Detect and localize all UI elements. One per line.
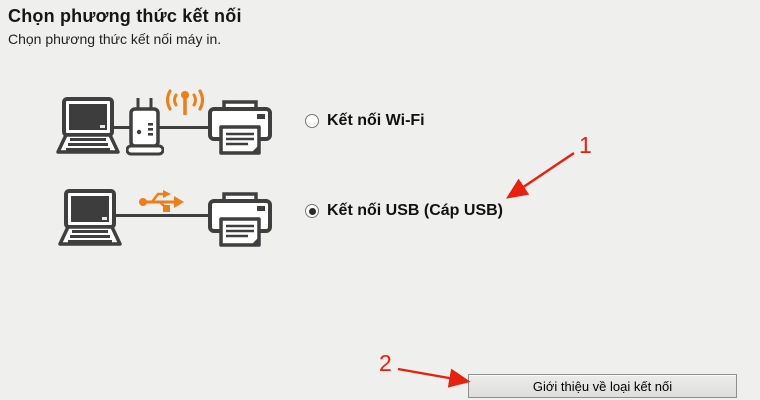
wifi-radio-label: Kết nối Wi-Fi xyxy=(327,112,425,129)
page-subtitle: Chọn phương thức kết nối máy in. xyxy=(8,31,222,47)
wifi-radio-option[interactable]: Kết nối Wi-Fi xyxy=(305,112,425,130)
connection-type-info-button[interactable]: Giới thiệu về loại kết nối xyxy=(468,374,737,398)
laptop-icon xyxy=(56,97,120,154)
wifi-radio-circle[interactable] xyxy=(305,114,319,128)
annotation-number-1: 1 xyxy=(579,132,592,158)
laptop-icon xyxy=(58,189,122,246)
annotation-arrow-1 xyxy=(506,152,575,199)
usb-symbol-icon xyxy=(139,190,184,212)
wifi-signal-icon xyxy=(166,89,204,115)
usb-radio-circle[interactable] xyxy=(305,204,319,218)
annotation-number-2: 2 xyxy=(379,350,392,376)
printer-icon xyxy=(208,100,272,155)
usb-connection-line xyxy=(112,214,214,217)
usb-radio-label: Kết nối USB (Cáp USB) xyxy=(327,202,503,219)
usb-radio-option[interactable]: Kết nối USB (Cáp USB) xyxy=(305,202,503,220)
annotation-arrow-2 xyxy=(397,367,471,388)
printer-icon xyxy=(208,192,272,247)
wifi-connection-line xyxy=(110,126,216,129)
page-title: Chọn phương thức kết nối xyxy=(8,6,242,26)
wifi-router-icon xyxy=(126,98,164,156)
